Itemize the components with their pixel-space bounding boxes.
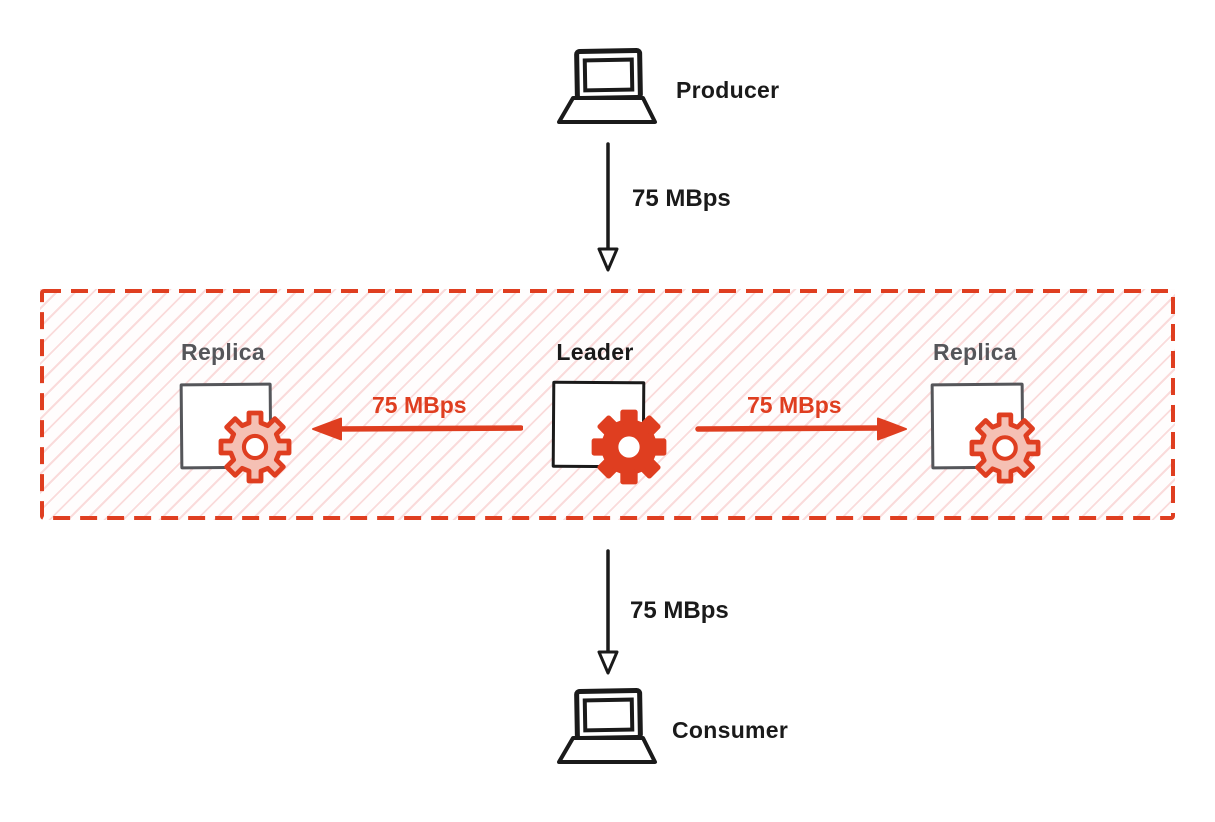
arrow-cluster-to-consumer xyxy=(597,549,619,675)
flow-label-leader-to-replica-right: 75 MBps xyxy=(747,392,842,418)
producer-label: Producer xyxy=(676,77,780,103)
flow-label-leader-to-replica-left: 75 MBps xyxy=(372,392,467,418)
arrow-leader-to-replica-right xyxy=(695,417,907,441)
gear-icon xyxy=(969,412,1041,484)
leader-label: Leader xyxy=(556,339,634,365)
flow-label-producer-to-cluster: 75 MBps xyxy=(632,185,731,212)
cluster-dashed-border xyxy=(40,289,1175,520)
laptop-icon xyxy=(557,687,657,764)
producer-node xyxy=(554,46,660,132)
consumer-label: Consumer xyxy=(672,717,789,743)
gear-icon xyxy=(218,410,292,484)
arrow-producer-to-cluster xyxy=(597,142,619,272)
gear-icon xyxy=(591,409,667,485)
arrow-leader-to-replica-left xyxy=(312,417,523,441)
laptop-icon xyxy=(557,47,657,124)
flow-label-cluster-to-consumer: 75 MBps xyxy=(630,597,729,624)
replica-left-label: Replica xyxy=(181,339,265,365)
consumer-node xyxy=(554,686,660,772)
replica-right-label: Replica xyxy=(933,339,1017,365)
